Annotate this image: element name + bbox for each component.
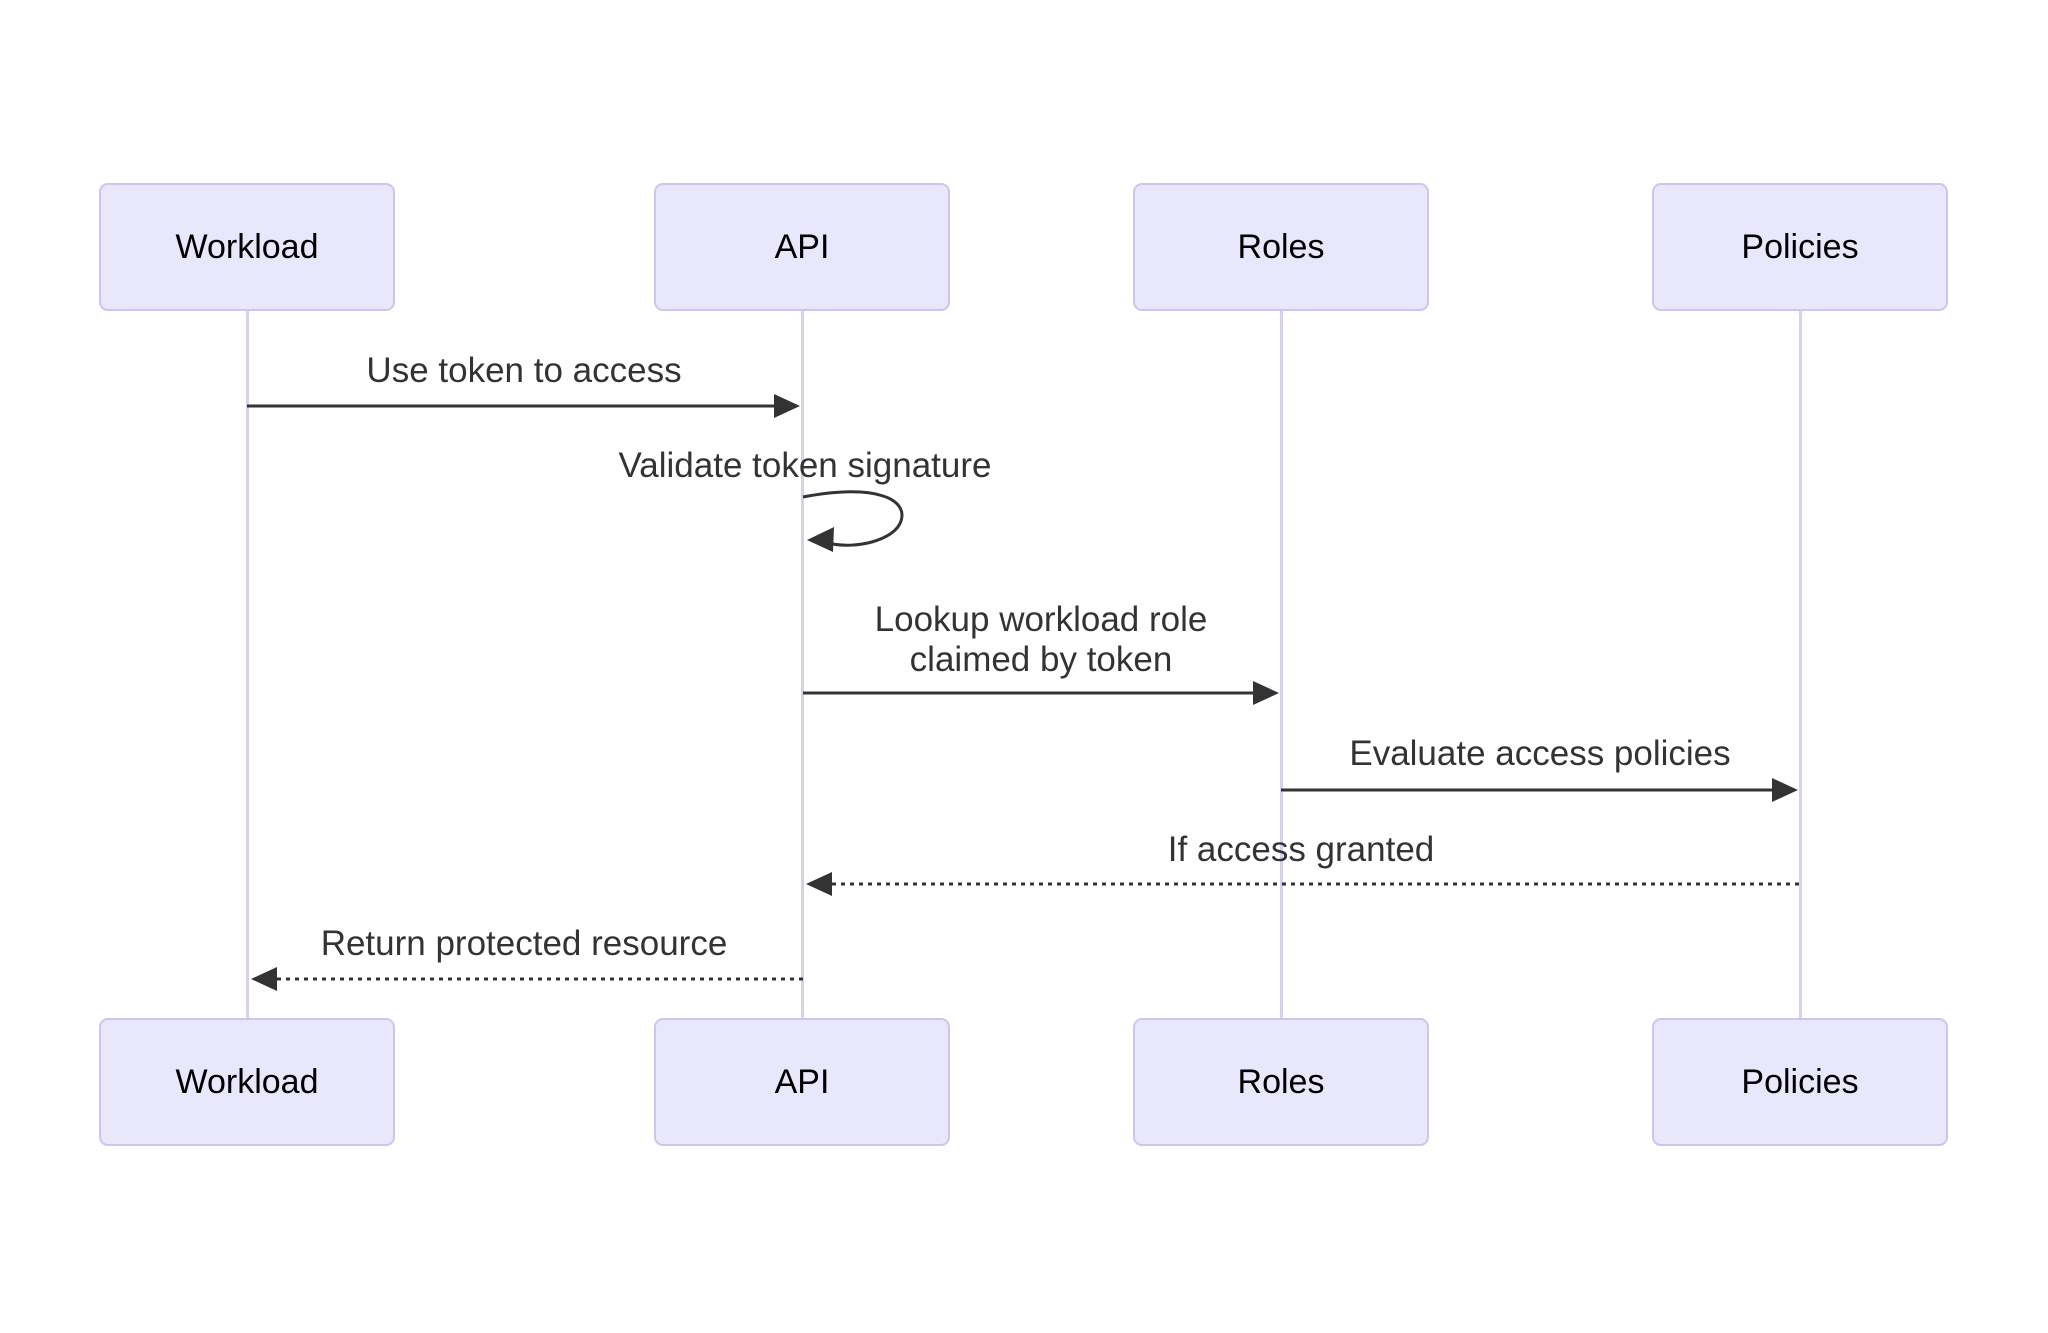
- actor-label-roles: Roles: [1237, 1062, 1325, 1101]
- message-arrow-validate-token-self-loop: [802, 490, 904, 552]
- actor-box-policies-bottom: Policies: [1652, 1018, 1948, 1146]
- actor-box-policies-top: Policies: [1652, 183, 1948, 311]
- lifeline-workload: [246, 310, 249, 1019]
- actor-box-workload-bottom: Workload: [99, 1018, 395, 1146]
- message-arrow-if-access-granted: [806, 872, 1800, 896]
- actor-box-api-top: API: [654, 183, 950, 311]
- lifeline-policies: [1799, 310, 1802, 1019]
- message-label-return-resource: Return protected resource: [320, 924, 728, 963]
- actor-label-roles: Roles: [1237, 227, 1325, 266]
- message-label-lookup-role: Lookup workload role claimed by token: [875, 600, 1208, 680]
- message-label-validate-token: Validate token signature: [618, 446, 992, 485]
- actor-label-policies: Policies: [1741, 1062, 1859, 1101]
- actor-box-roles-bottom: Roles: [1133, 1018, 1429, 1146]
- message-arrow-return-resource: [251, 967, 803, 991]
- actor-label-workload: Workload: [175, 227, 319, 266]
- message-label-lookup-role-line2: claimed by token: [909, 640, 1173, 679]
- message-label-lookup-role-line1: Lookup workload role: [874, 600, 1208, 639]
- message-arrow-use-token: [247, 394, 800, 418]
- message-label-if-access-granted: If access granted: [1167, 830, 1435, 869]
- lifeline-roles: [1280, 310, 1283, 1019]
- lifeline-api: [801, 310, 804, 1019]
- actor-label-workload: Workload: [175, 1062, 319, 1101]
- message-label-evaluate-policies: Evaluate access policies: [1349, 734, 1731, 773]
- message-label-use-token: Use token to access: [366, 351, 682, 390]
- message-arrow-lookup-role: [803, 681, 1279, 705]
- actor-box-workload-top: Workload: [99, 183, 395, 311]
- actor-label-api: API: [774, 1062, 830, 1101]
- actor-label-api: API: [774, 227, 830, 266]
- message-arrow-evaluate-policies: [1281, 778, 1798, 802]
- actor-box-api-bottom: API: [654, 1018, 950, 1146]
- actor-box-roles-top: Roles: [1133, 183, 1429, 311]
- actor-label-policies: Policies: [1741, 227, 1859, 266]
